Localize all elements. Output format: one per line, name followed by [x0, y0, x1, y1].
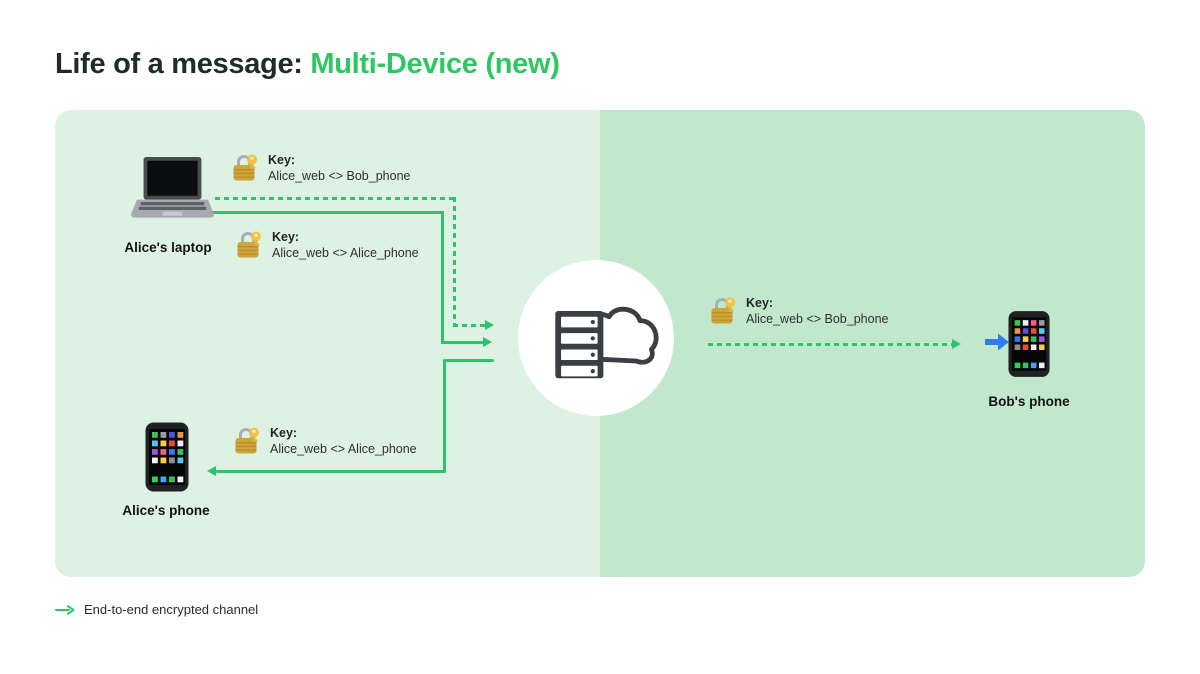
page-title-prefix: Life of a message: [55, 48, 311, 80]
key-label-alicephone: Key: Alice_web <> Alice_phone [233, 425, 417, 457]
channel-laptop-server-solid [212, 211, 444, 214]
key-title: Key: [270, 426, 298, 440]
green-right-arrow-icon [55, 604, 75, 615]
server-cloud-icon [555, 306, 659, 379]
legend-label: End-to-end encrypted channel [84, 602, 259, 617]
arrowhead-right [483, 337, 492, 347]
lock-with-key-icon [235, 427, 259, 454]
page-title-highlight: Multi-Device (new) [310, 48, 560, 80]
key-value: Alice_web <> Alice_phone [270, 442, 417, 456]
channel-laptop-server-dashed [453, 197, 456, 327]
lock-with-key-icon [233, 154, 257, 181]
blue-right-arrow-icon [985, 333, 1009, 351]
laptop-icon [131, 156, 214, 218]
arrowhead-left [207, 466, 216, 476]
key-title: Key: [268, 153, 296, 167]
channel-laptop-server-dashed [215, 197, 456, 200]
key-label-laptop-alicephone: Key: Alice_web <> Alice_phone [235, 229, 419, 261]
laptop-label: Alice's laptop [124, 240, 212, 255]
key-value: Alice_web <> Bob_phone [746, 312, 889, 326]
key-title: Key: [746, 296, 774, 310]
channel-server-alicephone [445, 359, 494, 362]
smartphone-icon [1008, 311, 1050, 377]
channel-server-alicephone [216, 470, 446, 473]
channel-laptop-server-dashed [453, 324, 486, 327]
key-title: Key: [272, 230, 300, 244]
page-title: Life of a message: Multi-Device (new) [55, 48, 560, 81]
key-value: Alice_web <> Bob_phone [268, 169, 411, 183]
bob-phone-label: Bob's phone [988, 394, 1070, 409]
channel-laptop-server-solid [441, 341, 484, 344]
arrowhead-right [952, 339, 961, 349]
arrowhead-right [485, 320, 494, 330]
channel-server-bobphone-dashed [708, 343, 953, 346]
channel-server-alicephone [443, 359, 446, 473]
smartphone-icon [145, 422, 189, 492]
legend: End-to-end encrypted channel [55, 602, 258, 617]
channel-laptop-server-solid [441, 211, 444, 344]
lock-with-key-icon [711, 297, 735, 324]
key-value: Alice_web <> Alice_phone [272, 246, 419, 260]
key-label-server-bob: Key: Alice_web <> Bob_phone [709, 295, 888, 327]
lock-with-key-icon [237, 231, 261, 258]
key-label-laptop-bob: Key: Alice_web <> Bob_phone [231, 152, 410, 184]
alice-phone-label: Alice's phone [122, 503, 210, 518]
